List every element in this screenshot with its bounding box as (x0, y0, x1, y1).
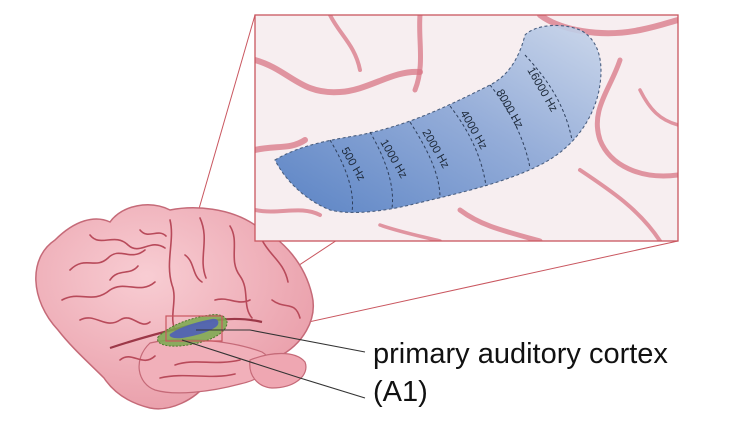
callout-label-primary-auditory-cortex: primary auditory cortex (373, 340, 668, 369)
callout-label-a1: (A1) (373, 378, 428, 407)
inset-panel: 500 Hz 1000 Hz 2000 Hz 4000 Hz 8000 Hz 1… (255, 15, 678, 241)
